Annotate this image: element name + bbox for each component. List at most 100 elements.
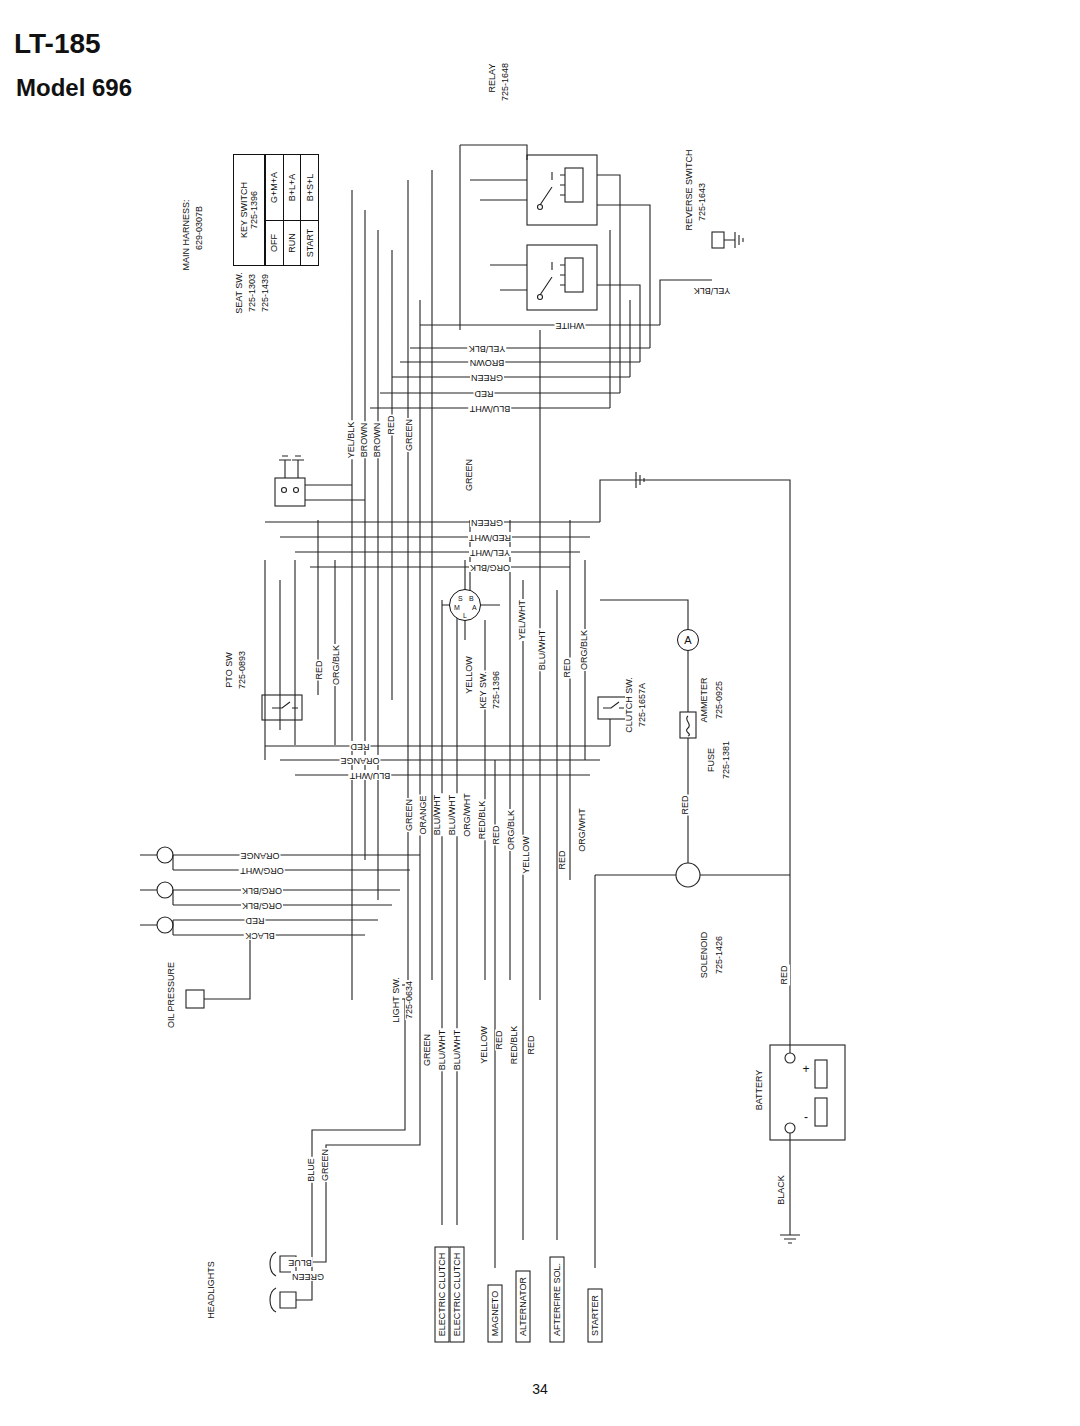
- component-box: ALTERNATOR: [516, 1270, 531, 1342]
- wire-label: 725-1303: [248, 273, 258, 313]
- key-switch-table: KEY SWITCH725-1396OFFG+M+ARUNB+L+ASTARTB…: [233, 154, 319, 266]
- table-cell-text: OFF: [269, 234, 279, 252]
- wire-label: +: [801, 1063, 810, 1076]
- wire-label: 725-1381: [722, 740, 732, 780]
- wire-label: GREEN: [405, 418, 415, 452]
- harness-wires: [173, 145, 790, 1300]
- component-name: STARTER: [590, 1294, 600, 1335]
- component-box: STARTER: [588, 1288, 603, 1342]
- wire-label: ORG/WHT: [239, 865, 285, 875]
- wire-label: SEAT SW.: [235, 271, 245, 315]
- wire-label: Model 696: [15, 75, 133, 101]
- key-switch-symbol: SBMAL: [449, 589, 481, 621]
- wire-label: BLUE: [287, 1257, 313, 1267]
- table-cell-text: B+S+L: [305, 174, 315, 202]
- wire-label: YELLOW: [480, 1025, 490, 1065]
- wire-label: OIL PRESSURE: [167, 961, 177, 1029]
- component-name: ELECTRIC CLUTCH: [437, 1252, 447, 1336]
- table-cell: START: [301, 220, 318, 265]
- wire-label: BLU/WHT: [538, 629, 548, 672]
- ammeter-symbol: A: [677, 629, 699, 651]
- wire-label: RED: [349, 741, 370, 751]
- wire-label: RED: [495, 1029, 505, 1050]
- wire-label: BLU/WHT: [349, 770, 392, 780]
- wire-label: ORANGE: [419, 794, 429, 835]
- component-name: MAGNETO: [490, 1290, 500, 1335]
- wire-label: KEY SW.: [479, 671, 489, 710]
- wire-label: 34: [531, 1382, 549, 1397]
- wire-label: RED: [492, 824, 502, 845]
- wire-label: GREEN: [405, 798, 415, 832]
- wire-label: AMMETER: [700, 677, 710, 724]
- wire-label: LIGHT SW.: [392, 976, 402, 1023]
- component-box: ELECTRIC CLUTCH: [450, 1246, 465, 1342]
- wire-label: YELLOW: [522, 835, 532, 875]
- terminal-letter: A: [472, 604, 477, 611]
- wire-label: RED: [315, 659, 325, 680]
- wire-label: BLU/WHT: [433, 794, 443, 837]
- wire-label: GREEN: [423, 1033, 433, 1067]
- wire-label: RED: [387, 414, 397, 435]
- wire-label: YELLOW: [465, 655, 475, 695]
- wire-label: ORG/WHT: [578, 807, 588, 853]
- wire-label: BLACK: [777, 1174, 787, 1206]
- table-cell: START B+S+L: [300, 155, 318, 265]
- wire-label: YEL/BLK: [693, 285, 732, 295]
- component-box: MAGNETO: [488, 1284, 503, 1342]
- diagram-title: LT-185: [14, 30, 101, 58]
- wire-label: 725-1396: [492, 670, 502, 710]
- wire-label: RED: [244, 915, 265, 925]
- wire-label: SOLENOID: [700, 931, 710, 980]
- wire-label: RED/WHT: [468, 532, 512, 542]
- wire-label: -: [803, 1111, 809, 1124]
- wire-label: ORANGE: [339, 755, 380, 765]
- table-cell: RUN: [284, 220, 301, 265]
- terminal-letter: S: [458, 595, 463, 602]
- wire-label: 725-1439: [261, 273, 271, 313]
- wire-label: BATTERY: [755, 1069, 765, 1112]
- wire-label: RED: [558, 849, 568, 870]
- table-cell: OFFG+M+A: [265, 155, 283, 265]
- table-cell-text: B+L+A: [287, 174, 297, 202]
- wire-label: RED/BLK: [510, 1025, 520, 1066]
- wire-label: 629-0307B: [195, 205, 205, 251]
- wire-label: ORANGE: [239, 850, 280, 860]
- wire-label: REVERSE SWITCH: [685, 148, 695, 231]
- table-cell: OFF: [266, 220, 283, 265]
- wire-label: ORG/BLK: [469, 562, 511, 572]
- wire-label: BLU/WHT: [438, 1029, 448, 1072]
- wire-label: RED/BLK: [478, 800, 488, 841]
- wire-label: RED: [681, 794, 691, 815]
- component-name: ELECTRIC CLUTCH: [452, 1252, 462, 1336]
- wire-label: 725-1643: [698, 182, 708, 222]
- table-cell-text: RUN: [287, 233, 297, 253]
- table-cell: B+S+L: [301, 155, 318, 220]
- wire-label: BROWN: [360, 422, 370, 459]
- wire-label: BLUE: [307, 1157, 317, 1183]
- wire-label: ORG/BLK: [332, 644, 342, 686]
- component-box: ELECTRIC CLUTCH: [435, 1246, 450, 1342]
- wire-label: 725-0925: [715, 680, 725, 720]
- wire-label: BROWN: [469, 357, 506, 367]
- table-cell: B+L+A: [284, 155, 301, 220]
- wire-label: YEL/BLK: [347, 421, 357, 460]
- terminal-letter: B: [469, 595, 474, 602]
- wire-label: 725-1426: [715, 935, 725, 975]
- wire-label: 725-1648: [501, 62, 511, 102]
- wire-label: ORG/WHT: [463, 792, 473, 838]
- wire-label: GREEN: [291, 1271, 325, 1281]
- wire-label: RED: [473, 388, 494, 398]
- wire-label: RED: [527, 1034, 537, 1055]
- wire-label: CLUTCH SW.: [625, 676, 635, 734]
- part-number: 725-1396: [249, 191, 259, 229]
- wire-label: RELAY: [488, 63, 498, 94]
- component-name: ALTERNATOR: [518, 1277, 528, 1336]
- table-cell: RUN B+L+A: [283, 155, 301, 265]
- wire-label: RED: [780, 964, 790, 985]
- wire-label: ORG/BLK: [241, 900, 283, 910]
- component-box: AFTERFIRE SOL.: [550, 1256, 565, 1342]
- wire-label: ORG/BLK: [507, 809, 517, 851]
- wire-label: WHITE: [555, 320, 586, 330]
- wire-label: YEL/WHT: [469, 547, 511, 557]
